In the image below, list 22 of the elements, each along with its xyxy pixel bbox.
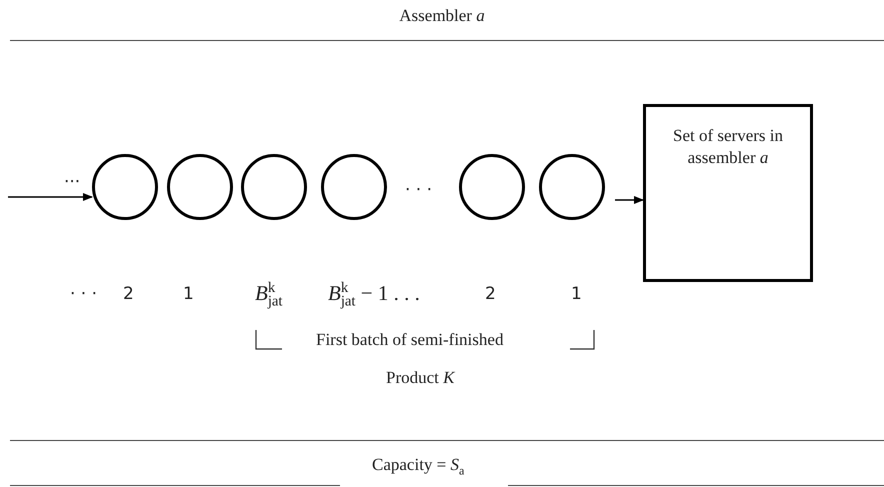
queue-slot-circle	[459, 154, 525, 220]
diagram-title: Assembler a	[398, 6, 486, 26]
position-number: 1	[571, 284, 582, 304]
queue-slot-circle	[321, 154, 387, 220]
product-label: Product K	[386, 368, 454, 388]
queue-slot-circle	[92, 154, 158, 220]
arrow	[8, 193, 93, 201]
position-number: 2	[485, 284, 496, 304]
node-text: Set of servers in assembler a	[672, 125, 784, 170]
queue-slot-circle	[241, 154, 307, 220]
server-box	[643, 104, 813, 282]
position-number: 2	[123, 284, 134, 304]
capacity-label: Capacity = S$_{a}$	[372, 455, 464, 478]
ellipsis: · · ·	[70, 284, 98, 304]
bracket-caption: First batch of semi-finished	[316, 330, 504, 350]
ellipsis: ···	[64, 172, 80, 192]
ellipsis: · · ·	[405, 180, 432, 200]
queue-slot-circle	[539, 154, 605, 220]
batch-size-label: B$^{k}$$_{jat}$ − 1 . . .	[328, 280, 420, 311]
position-number: 1	[183, 284, 194, 304]
arrow	[615, 196, 644, 204]
queue-slot-circle	[167, 154, 233, 220]
